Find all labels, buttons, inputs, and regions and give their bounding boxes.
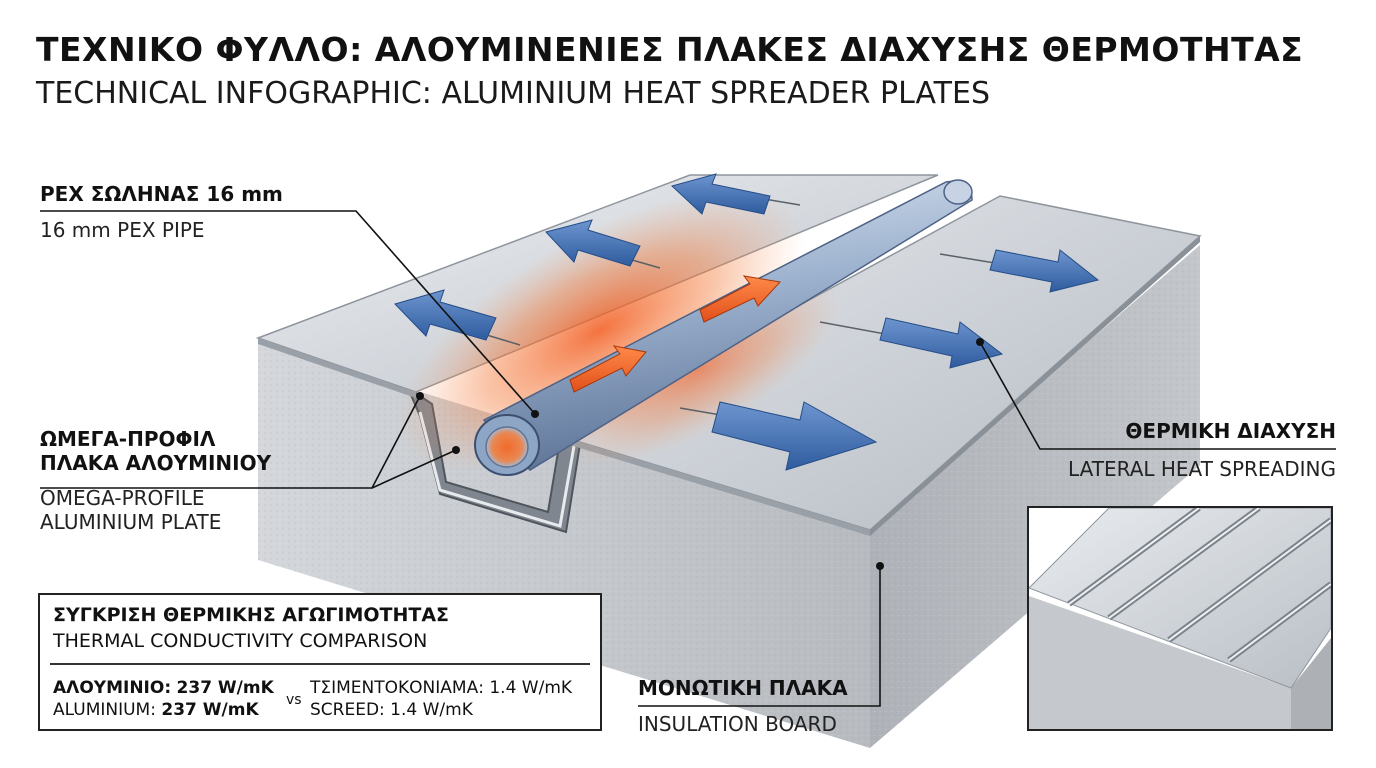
comparison-title-greek: ΣΥΓΚΡΙΣΗ ΘΕΡΜΙΚΗΣ ΑΓΩΓΙΜΟΤΗΤΑΣ [53, 604, 450, 626]
flow-arrow-orange [699, 275, 781, 323]
omega-label-english-1: OMEGA-PROFILE [40, 485, 205, 510]
omega-label-greek-1: ΩΜΕΓΑ-ΠΡΟΦΙΛ [40, 427, 216, 451]
aluminium-values: ΑΛΟΥΜΙΝΙΟ: 237 W/mK ALUMINIUM: 237 W/mK [53, 677, 274, 722]
pex-pipe-label: PEX ΣΩΛΗΝΑΣ 16 mm 16 mm PEX PIPE [40, 182, 283, 243]
inset-channel [1107, 508, 1261, 621]
inset-board-side [1291, 638, 1331, 729]
page-title-english: TECHNICAL INFOGRAPHIC: ALUMINIUM HEAT SP… [36, 76, 991, 111]
insulation-label: ΜΟΝΩΤΙΚΗ ΠΛΑΚΑ INSULATION BOARD [638, 676, 848, 737]
heat-arrow-blue [679, 401, 878, 471]
spreading-label-english: LATERAL HEAT SPREADING [1068, 457, 1336, 482]
inset-channel [1067, 508, 1201, 607]
leader-spreading [979, 341, 1336, 450]
pex-pipe-label-english: 16 mm PEX PIPE [40, 218, 205, 243]
insulation-label-english: INSULATION BOARD [638, 712, 837, 737]
heat-arrow-blue [394, 289, 521, 346]
aluminium-english-name: ALUMINIUM: [53, 700, 156, 721]
plate-array-inset [1027, 506, 1333, 731]
comparison-divider [50, 663, 590, 665]
flow-arrow-orange [569, 345, 647, 393]
leader-insulation [638, 566, 881, 707]
screed-values: ΤΣΙΜΕΝΤΟΚΟΝΙΑΜΑ: 1.4 W/mK SCREED: 1.4 W/… [310, 677, 572, 722]
omega-plate-label: ΩΜΕΓΑ-ΠΡΟΦΙΛ ΠΛΑΚΑ ΑΛΟΥΜΙΝΙΟΥ OMEGA-PROF… [40, 427, 271, 535]
aluminium-value-greek: 237 W/mK [176, 678, 274, 698]
page-title-greek: ΤΕΧΝΙΚΟ ΦΥΛΛΟ: ΑΛΟΥΜΙΝΕΝΙΕΣ ΠΛΑΚΕΣ ΔΙΑΧΥ… [36, 30, 1304, 69]
heat-glow [395, 188, 805, 472]
comparison-title-english: THERMAL CONDUCTIVITY COMPARISON [53, 630, 428, 652]
omega-label-english-2: ALUMINIUM PLATE [40, 510, 222, 535]
leader-pex [40, 210, 536, 415]
aluminium-greek-name: ΑΛΟΥΜΙΝΙΟ: [53, 678, 172, 698]
heat-arrow-blue [545, 219, 661, 269]
plate-array-illustration [1029, 508, 1331, 729]
omega-label-greek-2: ΠΛΑΚΑ ΑΛΟΥΜΙΝΙΟΥ [40, 451, 272, 476]
heat-arrow-blue [819, 317, 1004, 369]
insulation-label-greek: ΜΟΝΩΤΙΚΗ ΠΛΑΚΑ [638, 676, 848, 700]
vs-label: vs [286, 692, 302, 708]
screed-english: SCREED: 1.4 W/mK [310, 700, 473, 721]
pex-pipe-label-greek: PEX ΣΩΛΗΝΑΣ 16 mm [40, 182, 283, 206]
spreading-label-greek: ΘΕΡΜΙΚΗ ΔΙΑΧΥΣΗ [1125, 419, 1336, 443]
heat-spreading-label: ΘΕΡΜΙΚΗ ΔΙΑΧΥΣΗ LATERAL HEAT SPREADING [1068, 419, 1336, 482]
inset-channel [1167, 517, 1331, 643]
screed-greek: ΤΣΙΜΕΝΤΟΚΟΝΙΑΜΑ: 1.4 W/mK [310, 678, 573, 698]
conductivity-comparison-box: ΣΥΓΚΡΙΣΗ ΘΕΡΜΙΚΗΣ ΑΓΩΓΙΜΟΤΗΤΑΣ THERMAL C… [38, 593, 602, 731]
heat-arrow-blue [939, 249, 1100, 293]
heat-arrow-blue [671, 173, 801, 215]
inset-board-front [1029, 596, 1291, 729]
aluminium-value-english: 237 W/mK [161, 700, 259, 721]
inset-channel [1227, 581, 1331, 663]
